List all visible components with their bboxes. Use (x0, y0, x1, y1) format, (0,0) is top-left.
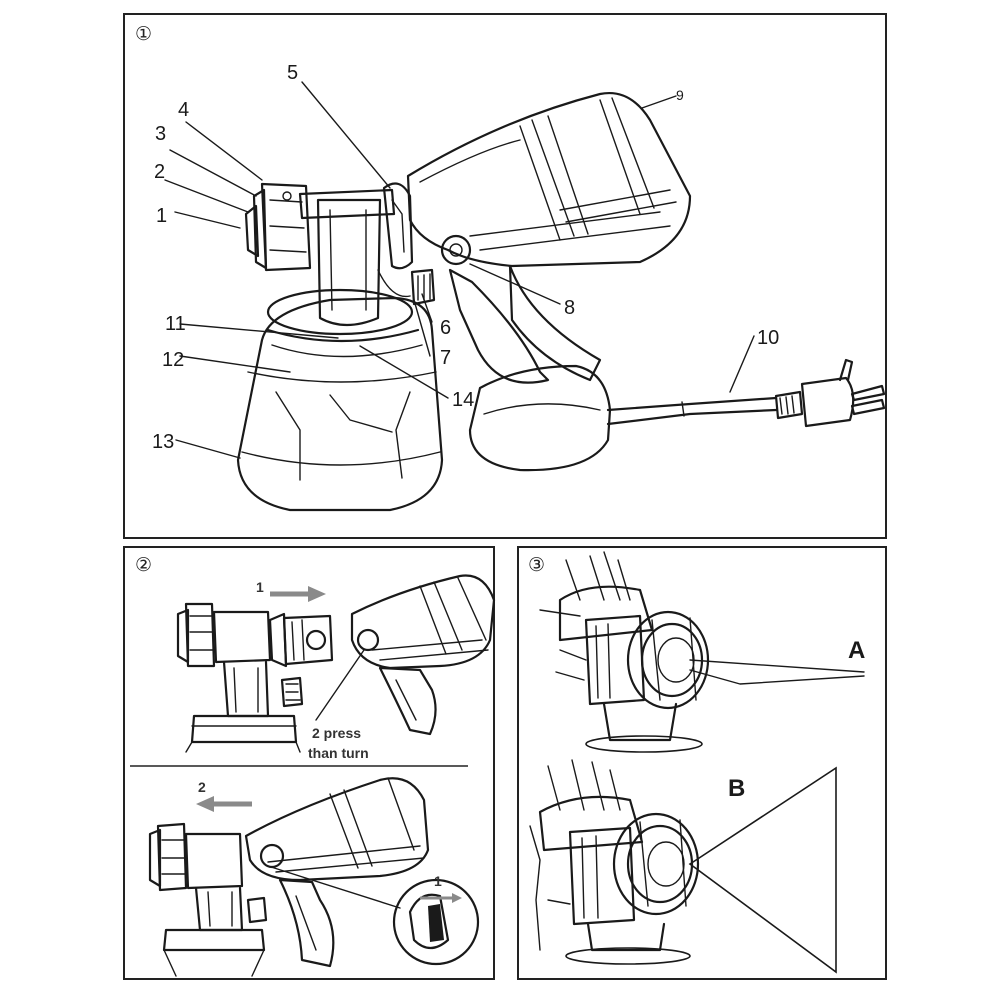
step-2-lower-label: 2 (198, 779, 206, 795)
part-label-2: 2 (154, 161, 165, 183)
part-label-14: 14 (452, 389, 474, 411)
label-a: A (848, 637, 865, 664)
part-label-12: 12 (162, 349, 184, 371)
part-label-11: 11 (165, 313, 186, 335)
spray-gun-assembled (148, 777, 430, 977)
step-2-line-1: 2 press (312, 725, 361, 741)
paint-container (236, 296, 444, 512)
lock-ring (440, 234, 472, 266)
part-label-6: 6 (440, 317, 451, 339)
step-1-inset-label: 1 (434, 873, 442, 889)
handle-base (468, 364, 612, 472)
motor-housing (406, 92, 692, 268)
part-label-9: 9 (676, 87, 684, 103)
spray-cone (688, 766, 837, 974)
trigger (448, 268, 550, 384)
part-label-4: 4 (178, 99, 189, 121)
part-label-10: 10 (757, 327, 779, 349)
panel-2-marker: ② (135, 554, 152, 576)
part-label-8: 8 (564, 297, 575, 319)
spray-gun-upper (350, 574, 496, 736)
paint-sprayer-drawing (236, 92, 886, 512)
leader-lines (164, 81, 755, 459)
panel-1-marker: ① (135, 23, 152, 45)
plug (774, 390, 804, 420)
power-cord (606, 396, 778, 412)
adjust-knob (410, 268, 436, 306)
step-2-line-2: than turn (308, 745, 369, 761)
part-label-13: 13 (152, 431, 174, 453)
handle (508, 264, 602, 382)
panel-1-frame (123, 13, 887, 539)
panel-3-frame (517, 546, 887, 980)
panel-3-marker: ③ (528, 554, 545, 576)
part-label-3: 3 (155, 123, 166, 145)
part-label-1: 1 (156, 205, 167, 227)
leader-a-2 (689, 669, 865, 685)
nozzle-setting-b (529, 759, 700, 965)
lock-ring-inset (392, 878, 480, 966)
part-label-7: 7 (440, 347, 451, 369)
nozzle-body (316, 198, 382, 327)
panel-2-frame (123, 546, 495, 980)
part-label-5: 5 (287, 62, 298, 84)
nozzle-setting-a (539, 551, 710, 753)
nozzle-assembly-upper (176, 602, 334, 753)
leader-a-1 (689, 659, 865, 673)
step-1-label: 1 (256, 579, 264, 595)
label-b: B (728, 775, 745, 802)
